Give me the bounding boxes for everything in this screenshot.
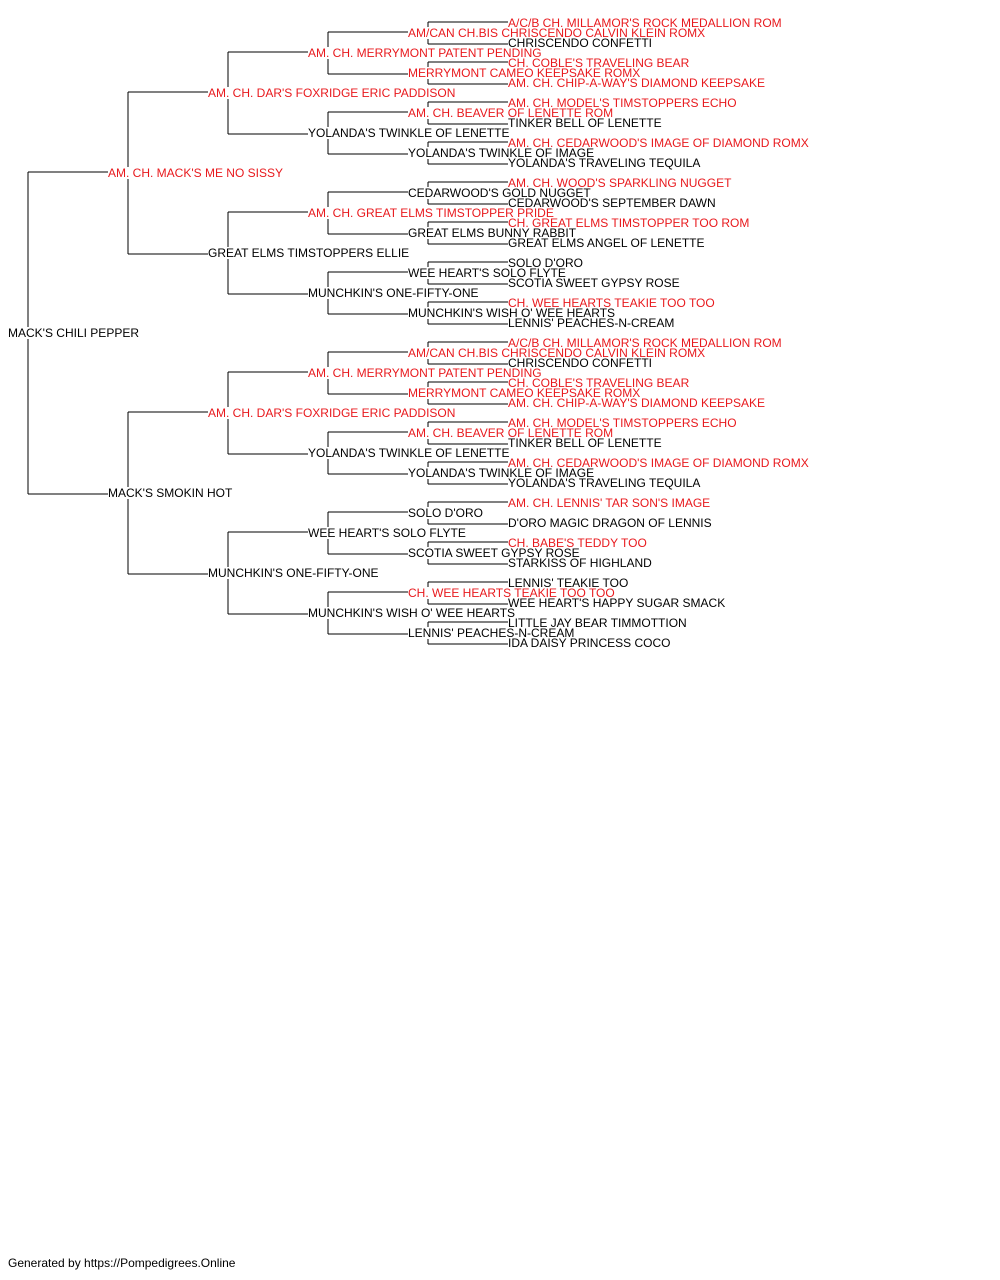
dog-name-root-d-s-d-d-s: AM. CH. CEDARWOOD'S IMAGE OF DIAMOND ROM… bbox=[508, 456, 809, 470]
dog-name-root-s-d-d-d-s: CH. WEE HEARTS TEAKIE TOO TOO bbox=[508, 296, 715, 310]
dog-name-root-s-d-s-d-s: CH. GREAT ELMS TIMSTOPPER TOO ROM bbox=[508, 216, 749, 230]
dog-name-root-s-s-s-s-d: CHRISCENDO CONFETTI bbox=[508, 36, 652, 50]
dog-name-root-s-d-s-s-s: AM. CH. WOOD'S SPARKLING NUGGET bbox=[508, 176, 732, 190]
dog-name-root-d-d-d-s: CH. WEE HEARTS TEAKIE TOO TOO bbox=[408, 586, 615, 600]
dog-name-root-s-s-d-d-d: YOLANDA'S TRAVELING TEQUILA bbox=[508, 156, 700, 170]
dog-name-root-d-s-d-s-s: AM. CH. MODEL'S TIMSTOPPERS ECHO bbox=[508, 416, 737, 430]
dog-name-root-s-d-d-s-s: SOLO D'ORO bbox=[508, 256, 583, 270]
dog-name-root-d-d-s-d-s: CH. BABE'S TEDDY TOO bbox=[508, 536, 647, 550]
dog-name-root-s-s-s-d: MERRYMONT CAMEO KEEPSAKE ROMX bbox=[408, 66, 640, 80]
dog-name-root-s: AM. CH. MACK'S ME NO SISSY bbox=[108, 166, 283, 180]
dog-name-root-d-s-s-s-d: CHRISCENDO CONFETTI bbox=[508, 356, 652, 370]
dog-name-root-s-s-s-s-s: A/C/B CH. MILLAMOR'S ROCK MEDALLION ROM bbox=[508, 16, 782, 30]
dog-name-root-d-d: MUNCHKIN'S ONE-FIFTY-ONE bbox=[208, 566, 379, 580]
dog-name-root-d-d-s-s-d: D'ORO MAGIC DRAGON OF LENNIS bbox=[508, 516, 712, 530]
dog-name-root-d: MACK'S SMOKIN HOT bbox=[108, 486, 233, 500]
dog-name-root-s-s-s-d-d: AM. CH. CHIP-A-WAY'S DIAMOND KEEPSAKE bbox=[508, 76, 765, 90]
dog-name-root-s-s-d-s-s: AM. CH. MODEL'S TIMSTOPPERS ECHO bbox=[508, 96, 737, 110]
dog-name-root-s-d-s-d: GREAT ELMS BUNNY RABBIT bbox=[408, 226, 577, 240]
dog-name-root-d-d-d-s-s: LENNIS' TEAKIE TOO bbox=[508, 576, 628, 590]
dog-name-root-d-s-d-s-d: TINKER BELL OF LENETTE bbox=[508, 436, 662, 450]
dog-name-root-d-d-s-d: SCOTIA SWEET GYPSY ROSE bbox=[408, 546, 580, 560]
dog-name-root-d-s-s-d-d: AM. CH. CHIP-A-WAY'S DIAMOND KEEPSAKE bbox=[508, 396, 765, 410]
dog-name-root-s-d-s-d-d: GREAT ELMS ANGEL OF LENETTE bbox=[508, 236, 705, 250]
dog-name-root-d-d-d-d-s: LITTLE JAY BEAR TIMMOTTION bbox=[508, 616, 687, 630]
dog-name-root-d-s-d-d-d: YOLANDA'S TRAVELING TEQUILA bbox=[508, 476, 700, 490]
dog-name-root-d-s-s: AM. CH. MERRYMONT PATENT PENDING bbox=[308, 366, 542, 380]
dog-name-root-s-s-s-s: AM/CAN CH.BIS CHRISCENDO CALVIN KLEIN RO… bbox=[408, 26, 705, 40]
dog-name-root-d-d-d-d-d: IDA DAISY PRINCESS COCO bbox=[508, 636, 671, 650]
dog-name-root-s-s-s: AM. CH. MERRYMONT PATENT PENDING bbox=[308, 46, 542, 60]
dog-name-root-d-s-d: YOLANDA'S TWINKLE OF LENETTE bbox=[308, 446, 509, 460]
dog-name-root-d-d-s-d-d: STARKISS OF HIGHLAND bbox=[508, 556, 652, 570]
dog-name-root-s-d-d-s-d: SCOTIA SWEET GYPSY ROSE bbox=[508, 276, 680, 290]
dog-name-root-d-d-s-s: SOLO D'ORO bbox=[408, 506, 483, 520]
dog-name-root-d-d-s-s-s: AM. CH. LENNIS' TAR SON'S IMAGE bbox=[508, 496, 710, 510]
dog-name-root-d-s-s-d-s: CH. COBLE'S TRAVELING BEAR bbox=[508, 376, 690, 390]
dog-name-root-d-s-d-s: AM. CH. BEAVER OF LENETTE ROM bbox=[408, 426, 613, 440]
dog-name-root-s-s-d-s-d: TINKER BELL OF LENETTE bbox=[508, 116, 662, 130]
dog-name-root-d-d-d: MUNCHKIN'S WISH O' WEE HEARTS bbox=[308, 606, 515, 620]
dog-name-root-s-s: AM. CH. DAR'S FOXRIDGE ERIC PADDISON bbox=[208, 86, 455, 100]
dog-name-root-d-d-s: WEE HEART'S SOLO FLYTE bbox=[308, 526, 466, 540]
dog-name-root-s-d-d-s: WEE HEART'S SOLO FLYTE bbox=[408, 266, 566, 280]
dog-name-root-d-s-d-d: YOLANDA'S TWINKLE OF IMAGE bbox=[408, 466, 594, 480]
dog-name-root-s-d-s-s: CEDARWOOD'S GOLD NUGGET bbox=[408, 186, 591, 200]
dog-name-root-d-s-s-s-s: A/C/B CH. MILLAMOR'S ROCK MEDALLION ROM bbox=[508, 336, 782, 350]
dog-name-root-s-s-d-s: AM. CH. BEAVER OF LENETTE ROM bbox=[408, 106, 613, 120]
dog-name-root-s-d-s: AM. CH. GREAT ELMS TIMSTOPPER PRIDE bbox=[308, 206, 554, 220]
dog-name-root-s-d-d: MUNCHKIN'S ONE-FIFTY-ONE bbox=[308, 286, 479, 300]
dog-name-root-s-s-s-d-s: CH. COBLE'S TRAVELING BEAR bbox=[508, 56, 690, 70]
footer-credit: Generated by https://Pompedigrees.Online bbox=[8, 1256, 236, 1270]
dog-name-root-d-d-d-d: LENNIS' PEACHES-N-CREAM bbox=[408, 626, 574, 640]
dog-name-root-d-s-s-s: AM/CAN CH.BIS CHRISCENDO CALVIN KLEIN RO… bbox=[408, 346, 705, 360]
dog-name-root-d-s: AM. CH. DAR'S FOXRIDGE ERIC PADDISON bbox=[208, 406, 455, 420]
dog-name-root-s-d-d-d-d: LENNIS' PEACHES-N-CREAM bbox=[508, 316, 674, 330]
dog-name-root-s-s-d-d-s: AM. CH. CEDARWOOD'S IMAGE OF DIAMOND ROM… bbox=[508, 136, 809, 150]
dog-name-root-s-d-d-d: MUNCHKIN'S WISH O' WEE HEARTS bbox=[408, 306, 615, 320]
dog-name-root-s-s-d-d: YOLANDA'S TWINKLE OF IMAGE bbox=[408, 146, 594, 160]
dog-name-root-s-s-d: YOLANDA'S TWINKLE OF LENETTE bbox=[308, 126, 509, 140]
dog-name-root-d-d-d-s-d: WEE HEART'S HAPPY SUGAR SMACK bbox=[508, 596, 725, 610]
dog-name-root-d-s-s-d: MERRYMONT CAMEO KEEPSAKE ROMX bbox=[408, 386, 640, 400]
dog-name-root-s-d-s-s-d: CEDARWOOD'S SEPTEMBER DAWN bbox=[508, 196, 716, 210]
dog-name-root-s-d: GREAT ELMS TIMSTOPPERS ELLIE bbox=[208, 246, 409, 260]
dog-name-root: MACK'S CHILI PEPPER bbox=[8, 326, 139, 340]
